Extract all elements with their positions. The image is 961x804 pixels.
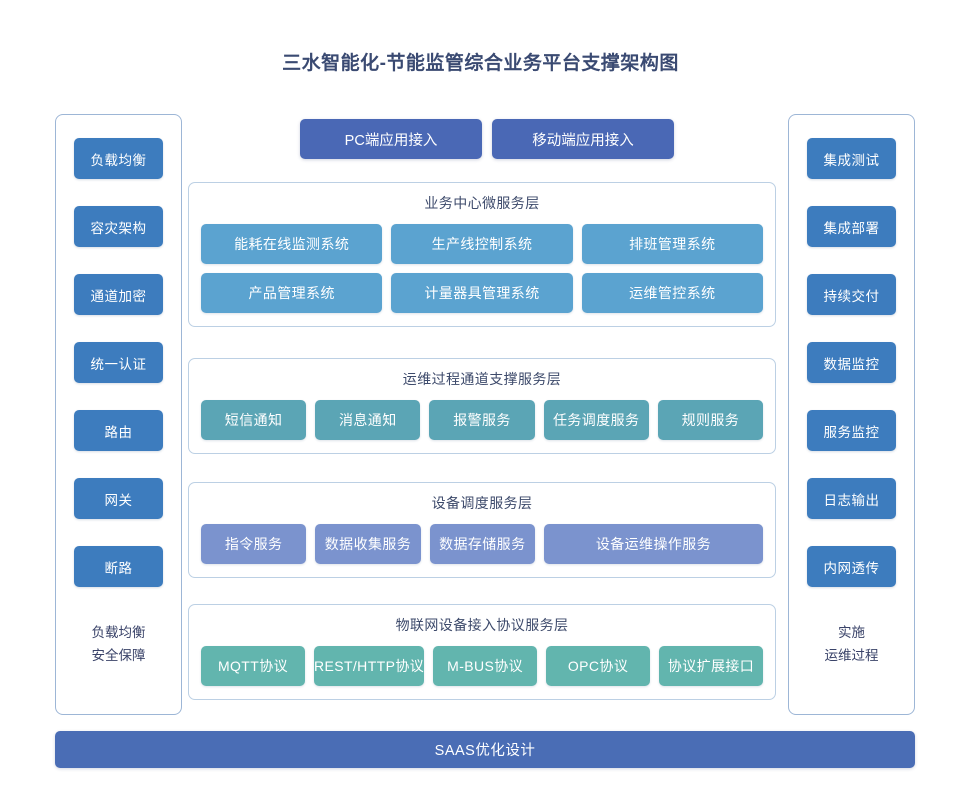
- business-node-1-1[interactable]: 计量器具管理系统: [391, 273, 573, 313]
- layer-title: 运维过程通道支撑服务层: [402, 371, 562, 387]
- right-column-caption: 实施 运维过程: [825, 621, 879, 667]
- layer-title: 物联网设备接入协议服务层: [395, 617, 569, 633]
- access-chip-1[interactable]: 移动端应用接入: [492, 119, 674, 159]
- iot-node-0-4[interactable]: 协议扩展接口: [659, 646, 763, 686]
- layer-row: 产品管理系统计量器具管理系统运维管控系统: [201, 273, 763, 313]
- right-column-chips: 集成测试集成部署持续交付数据监控服务监控日志输出内网透传: [807, 138, 896, 614]
- layer-row: 指令服务数据收集服务数据存储服务设备运维操作服务: [201, 524, 763, 564]
- left-column-chips: 负载均衡容灾架构通道加密统一认证路由网关断路: [74, 138, 163, 614]
- right-column-item-1[interactable]: 集成部署: [807, 206, 896, 247]
- layer-row: 能耗在线监测系统生产线控制系统排班管理系统: [201, 224, 763, 264]
- left-column-item-2[interactable]: 通道加密: [74, 274, 163, 315]
- right-column-item-5[interactable]: 日志输出: [807, 478, 896, 519]
- left-column-item-6[interactable]: 断路: [74, 546, 163, 587]
- left-support-column: 负载均衡容灾架构通道加密统一认证路由网关断路 负载均衡 安全保障: [55, 114, 182, 715]
- right-support-column: 集成测试集成部署持续交付数据监控服务监控日志输出内网透传 实施 运维过程: [788, 114, 915, 715]
- right-caption-line-1: 实施: [838, 625, 865, 640]
- left-column-item-5[interactable]: 网关: [74, 478, 163, 519]
- iot-node-0-0[interactable]: MQTT协议: [201, 646, 305, 686]
- business-node-0-1[interactable]: 生产线控制系统: [391, 224, 573, 264]
- right-column-item-0[interactable]: 集成测试: [807, 138, 896, 179]
- right-column-item-3[interactable]: 数据监控: [807, 342, 896, 383]
- saas-optimization-bar: SAAS优化设计: [55, 731, 915, 768]
- layer-nodes: 指令服务数据收集服务数据存储服务设备运维操作服务: [201, 524, 763, 564]
- business-node-1-0[interactable]: 产品管理系统: [201, 273, 383, 313]
- access-chip-0[interactable]: PC端应用接入: [300, 119, 482, 159]
- application-access-row: PC端应用接入移动端应用接入: [300, 119, 674, 159]
- left-column-item-1[interactable]: 容灾架构: [74, 206, 163, 247]
- layer-title: 设备调度服务层: [431, 495, 533, 511]
- ops-node-0-0[interactable]: 短信通知: [201, 400, 307, 440]
- left-column-caption: 负载均衡 安全保障: [92, 621, 146, 667]
- layer-title: 业务中心微服务层: [424, 195, 540, 211]
- business-node-0-2[interactable]: 排班管理系统: [581, 224, 763, 264]
- right-column-item-2[interactable]: 持续交付: [807, 274, 896, 315]
- left-caption-line-2: 安全保障: [91, 648, 146, 663]
- layer-business-microservice: 业务中心微服务层 能耗在线监测系统生产线控制系统排班管理系统产品管理系统计量器具…: [188, 182, 776, 327]
- business-node-0-0[interactable]: 能耗在线监测系统: [201, 224, 383, 264]
- page-title: 三水智能化-节能监管综合业务平台支撑架构图: [282, 53, 679, 74]
- layer-device-scheduling: 设备调度服务层 指令服务数据收集服务数据存储服务设备运维操作服务: [188, 482, 776, 578]
- iot-node-0-3[interactable]: OPC协议: [546, 646, 651, 686]
- ops-node-0-3[interactable]: 任务调度服务: [543, 400, 649, 440]
- right-caption-line-2: 运维过程: [824, 648, 879, 663]
- layer-ops-channel-support: 运维过程通道支撑服务层 短信通知消息通知报警服务任务调度服务规则服务: [188, 358, 776, 454]
- ops-node-0-4[interactable]: 规则服务: [657, 400, 764, 440]
- business-node-1-2[interactable]: 运维管控系统: [581, 273, 763, 313]
- right-column-item-6[interactable]: 内网透传: [807, 546, 896, 587]
- ops-node-0-2[interactable]: 报警服务: [429, 400, 535, 440]
- device-node-0-1[interactable]: 数据收集服务: [315, 524, 421, 564]
- device-node-0-3[interactable]: 设备运维操作服务: [543, 524, 763, 564]
- left-column-item-4[interactable]: 路由: [74, 410, 163, 451]
- left-caption-line-1: 负载均衡: [91, 625, 146, 640]
- left-column-item-3[interactable]: 统一认证: [74, 342, 163, 383]
- layer-nodes: 能耗在线监测系统生产线控制系统排班管理系统产品管理系统计量器具管理系统运维管控系…: [201, 224, 763, 313]
- device-node-0-0[interactable]: 指令服务: [201, 524, 307, 564]
- iot-node-0-2[interactable]: M-BUS协议: [433, 646, 538, 686]
- layer-row: 短信通知消息通知报警服务任务调度服务规则服务: [201, 400, 764, 440]
- left-column-item-0[interactable]: 负载均衡: [74, 138, 163, 179]
- iot-node-0-1[interactable]: REST/HTTP协议: [313, 646, 425, 686]
- right-column-item-4[interactable]: 服务监控: [807, 410, 896, 451]
- layer-nodes: 短信通知消息通知报警服务任务调度服务规则服务: [201, 400, 764, 440]
- device-node-0-2[interactable]: 数据存储服务: [429, 524, 535, 564]
- ops-node-0-1[interactable]: 消息通知: [315, 400, 421, 440]
